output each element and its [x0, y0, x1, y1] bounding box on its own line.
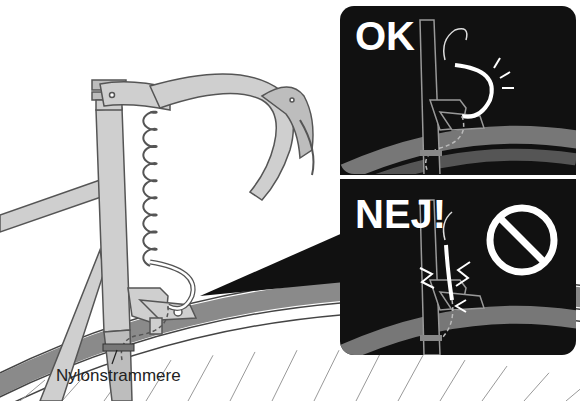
spoke	[230, 352, 255, 401]
callout-wedge	[200, 232, 345, 296]
frame	[0, 80, 170, 401]
spoke	[356, 352, 381, 401]
handlebar	[150, 74, 314, 200]
brake-caliper	[128, 288, 196, 334]
leader-line	[112, 350, 117, 364]
spoke	[524, 373, 549, 401]
nylon-strap	[103, 344, 134, 351]
spoke	[482, 366, 507, 401]
spoke	[314, 350, 339, 401]
brake-cable	[121, 306, 168, 360]
ok-label: OK	[355, 16, 415, 56]
brake-cable	[150, 262, 193, 308]
prohibition-symbol	[490, 208, 554, 272]
spoke	[398, 355, 423, 401]
spoke	[440, 360, 465, 401]
panel-divider	[340, 175, 576, 179]
spoke	[188, 355, 213, 401]
spoke	[272, 350, 297, 401]
brake-cable	[150, 262, 193, 308]
part-label: Nylonstrammere	[56, 367, 181, 384]
spoke	[566, 380, 580, 401]
nej-label: NEJ!	[355, 194, 446, 234]
brake-cable	[143, 112, 156, 266]
comparison-panel	[340, 6, 576, 355]
